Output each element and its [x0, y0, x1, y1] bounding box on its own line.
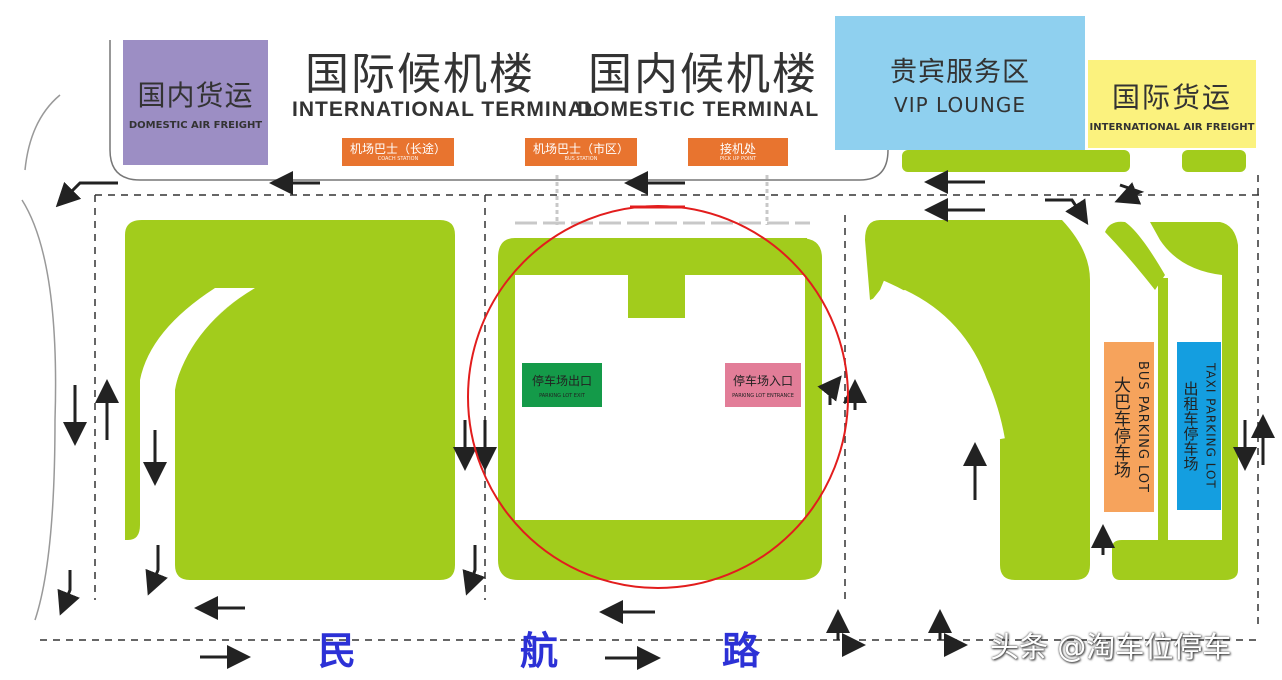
domestic-freight-en: DOMESTIC AIR FREIGHT: [128, 120, 263, 131]
bus-parking-cn: 大巴车停车场: [1110, 376, 1130, 478]
taxi-parking-lot: TAXI PARKING LOT 出租车停车场: [1177, 342, 1221, 510]
lawn-taxi-strip: [1112, 222, 1238, 580]
lawn-slot-1: [562, 238, 624, 274]
curve-east-stroke: [876, 280, 1005, 442]
bus-station-cn: 机场巴士（市区）: [532, 142, 629, 156]
lawn-areas: [125, 150, 1246, 580]
watermark: 头条 @淘车位停车: [990, 630, 1232, 664]
vip-lounge-building: 贵宾服务区 VIP LOUNGE: [835, 16, 1085, 150]
traffic-arrows: [55, 170, 1275, 670]
taxi-parking-en: TAXI PARKING LOT: [1203, 363, 1218, 489]
lane-lines: [40, 175, 1262, 641]
pickup-point-sign: 接机处 PICK UP POINT: [688, 138, 788, 166]
crosswalks: [515, 175, 810, 225]
coach-station-cn: 机场巴士（长途）: [349, 142, 446, 156]
curve-west: [160, 288, 255, 520]
lawn-east-block: [865, 220, 1090, 580]
lawn-west-block: [125, 220, 455, 580]
road-name-char-3: 路: [722, 629, 761, 673]
parking-exit-sign: 停车场出口 PARKING LOT EXIT: [522, 363, 602, 407]
coach-station-sign: 机场巴士（长途） COACH STATION: [342, 138, 454, 166]
vip-lounge-en: VIP LOUNGE: [894, 92, 1026, 117]
vip-lounge-cn: 贵宾服务区: [890, 56, 1030, 88]
lawn-west-top: [902, 150, 1130, 172]
taxi-parking-cn: 出租车停车场: [1181, 381, 1200, 471]
parking-entrance-sign: 停车场入口 PARKING LOT ENTRANCE: [725, 363, 801, 407]
parking-exit-cn: 停车场出口: [531, 373, 592, 388]
intl-freight-en: INTERNATIONAL AIR FREIGHT: [1089, 121, 1255, 133]
lawn-slot-2: [628, 238, 685, 318]
bus-station-en: BUS STATION: [564, 156, 598, 162]
parking-entrance-cn: 停车场入口: [732, 373, 793, 388]
intl-freight-cn: 国际货运: [1111, 80, 1232, 114]
road-name-char-1: 民: [318, 629, 357, 673]
bus-parking-en: BUS PARKING LOT: [1135, 361, 1150, 493]
lawn-east-top: [1182, 150, 1246, 172]
bus-parking-lot: BUS PARKING LOT 大巴车停车场: [1104, 342, 1154, 512]
international-terminal-cn: 国际候机楼: [305, 49, 535, 100]
left-curb-outline-2: [21, 199, 57, 621]
lawn-slot-3: [688, 238, 760, 274]
domestic-terminal-en: DOMESTIC TERMINAL: [577, 98, 820, 121]
left-curb-outline: [24, 94, 61, 171]
parking-entrance-en: PARKING LOT ENTRANCE: [732, 392, 794, 399]
intl-freight-building: 国际货运 INTERNATIONAL AIR FREIGHT: [1088, 60, 1256, 148]
pickup-point-cn: 接机处: [719, 142, 756, 156]
pickup-point-en: PICK UP POINT: [719, 156, 757, 162]
international-terminal-en: INTERNATIONAL TERMINAL: [292, 98, 598, 121]
domestic-freight-cn: 国内货运: [137, 79, 254, 112]
terminal-outline: [109, 40, 889, 181]
lawn-median: [1158, 278, 1168, 540]
lawn-bus-strip: [1105, 221, 1165, 290]
coach-station-en: COACH STATION: [377, 156, 419, 162]
bus-station-sign: 机场巴士（市区） BUS STATION: [525, 138, 637, 166]
parking-exit-en: PARKING LOT EXIT: [539, 392, 585, 399]
curve-east: [872, 290, 995, 560]
domestic-freight-building: 国内货运 DOMESTIC AIR FREIGHT: [123, 40, 268, 165]
domestic-terminal-cn: 国内候机楼: [588, 49, 818, 100]
road-name-char-2: 航: [520, 629, 559, 673]
